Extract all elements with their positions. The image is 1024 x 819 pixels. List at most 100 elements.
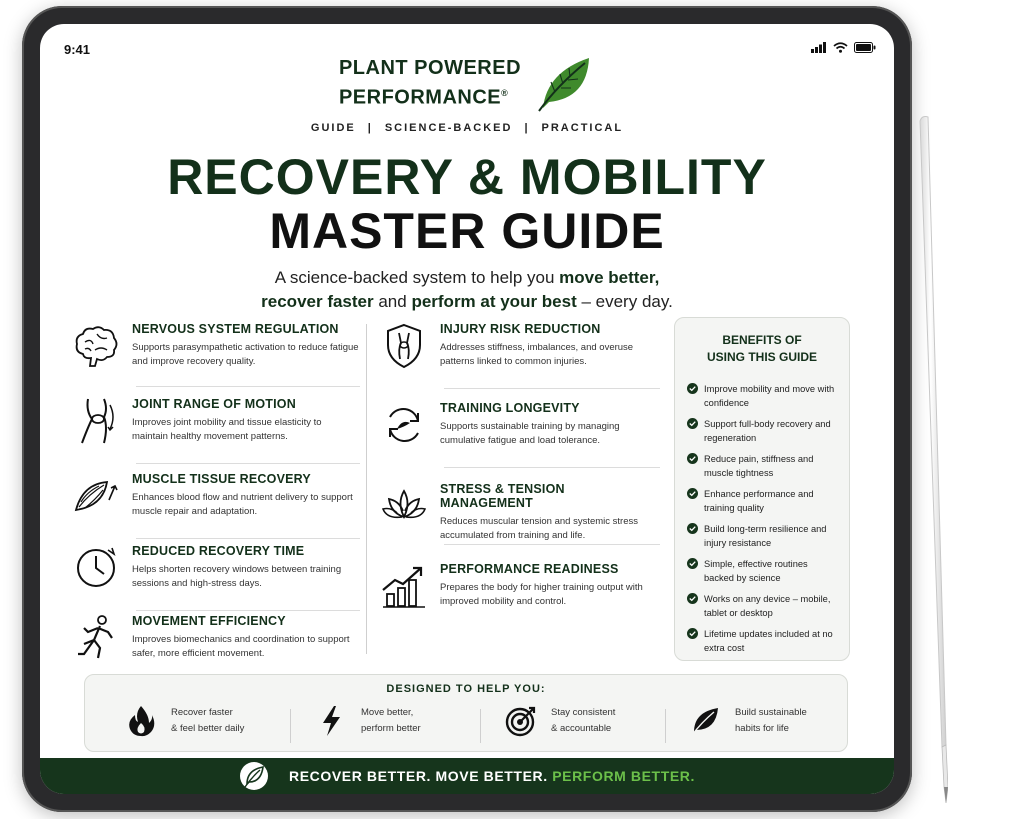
feature-title: PERFORMANCE READINESS — [440, 562, 619, 576]
feature-desc: Improves joint mobility and tissue elast… — [132, 417, 322, 442]
runner-icon — [78, 615, 113, 659]
benefit-text: Reduce pain, stiffness and muscle tightn… — [704, 454, 814, 478]
divider — [136, 610, 360, 611]
benefit-text: Works on any device – mobile, tablet or … — [704, 594, 831, 618]
divider — [136, 386, 360, 387]
feature-desc: Reduces muscular tension and systemic st… — [440, 516, 638, 541]
tablet-screen: 9:41 PLANT POWERED PERFORMANCE® — [40, 24, 894, 794]
benefit-text: Enhance performance and training quality — [704, 489, 814, 513]
lightning-icon — [323, 706, 340, 736]
feature-desc: Supports sustainable training by managin… — [440, 421, 620, 446]
feature-desc: Improves biomechanics and coordination t… — [132, 634, 350, 659]
subtitle: A science-backed system to help you move… — [40, 266, 894, 314]
feature-muscle-recovery: MUSCLE TISSUE RECOVERY Enhances blood flo… — [72, 472, 360, 539]
feature-training-longevity: TRAINING LONGEVITY Supports sustainable t… — [380, 401, 660, 468]
status-time: 9:41 — [64, 42, 91, 57]
designed-line1: Stay consistent — [551, 707, 616, 718]
divider — [136, 463, 360, 464]
designed-text: Stay consistent& accountable — [551, 705, 615, 737]
feature-title: MUSCLE TISSUE RECOVERY — [132, 472, 311, 486]
registered-mark: ® — [501, 87, 509, 98]
footer-part1: RECOVER BETTER. MOVE BETTER. — [289, 768, 548, 784]
brand-line1: PLANT POWERED — [338, 56, 522, 79]
benefit-text: Support full-body recovery and regenerat… — [704, 419, 831, 443]
knee-joint-icon — [81, 398, 114, 444]
tablet-frame: 9:41 PLANT POWERED PERFORMANCE® — [22, 6, 912, 812]
designed-line2: & feel better daily — [171, 723, 245, 734]
benefit-item: Lifetime updates included at no extra co… — [687, 627, 837, 655]
feature-title: INJURY RISK REDUCTION — [440, 322, 601, 336]
benefit-item: Works on any device – mobile, tablet or … — [687, 592, 837, 620]
growth-chart-icon — [382, 566, 425, 608]
check-circle-icon — [687, 558, 698, 569]
benefits-title-line1: BENEFITS OF — [722, 333, 802, 347]
feature-title: TRAINING LONGEVITY — [440, 401, 580, 415]
column-divider — [366, 324, 367, 654]
footer-banner: RECOVER BETTER. MOVE BETTER. PERFORM BET… — [40, 758, 894, 794]
leaf-icon — [691, 708, 718, 736]
divider — [290, 709, 291, 743]
benefit-item: Reduce pain, stiffness and muscle tightn… — [687, 452, 837, 480]
cycle-arrows-icon — [389, 407, 419, 443]
designed-item-recover: Recover faster & feel better daily — [125, 705, 305, 737]
subtitle-bold: move better, — [559, 268, 660, 287]
check-circle-icon — [687, 418, 698, 429]
feature-desc: Prepares the body for higher training ou… — [440, 582, 643, 607]
designed-line1: Move better, — [361, 707, 414, 718]
feature-joint-range: JOINT RANGE OF MOTION Improves joint mobi… — [72, 397, 360, 464]
feature-desc: Enhances blood flow and nutrient deliver… — [132, 492, 353, 517]
tagline-guide: GUIDE — [310, 122, 356, 134]
subtitle-bold: recover faster — [261, 292, 374, 311]
benefit-text: Build long-term resilience and injury re… — [704, 524, 827, 548]
designed-line1: Build sustainable — [735, 707, 807, 718]
subtitle-text: A science-backed system to help you — [274, 268, 560, 287]
flame-icon — [129, 706, 155, 737]
check-circle-icon — [687, 488, 698, 499]
subtitle-bold: perform at your best — [411, 292, 577, 311]
battery-icon — [854, 42, 876, 53]
designed-text: Recover faster & feel better daily — [171, 705, 244, 737]
feature-title: JOINT RANGE OF MOTION — [132, 397, 296, 411]
benefit-item: Simple, effective routines backed by sci… — [687, 557, 837, 585]
brain-icon — [75, 326, 118, 367]
divider — [480, 709, 481, 743]
benefit-item: Support full-body recovery and regenerat… — [687, 417, 837, 445]
target-icon — [505, 706, 536, 737]
signal-icon — [811, 42, 826, 53]
tagline-sep: | — [367, 122, 373, 134]
divider — [444, 388, 660, 389]
clock-icon — [77, 547, 116, 587]
designed-item-move: Move better,perform better — [315, 705, 495, 737]
feature-stress-tension: STRESS & TENSION MANAGEMENT Reduces muscu… — [380, 482, 660, 545]
check-circle-icon — [687, 593, 698, 604]
check-circle-icon — [687, 453, 698, 464]
tagline-practical: PRACTICAL — [541, 122, 624, 134]
benefit-text: Lifetime updates included at no extra co… — [704, 629, 833, 653]
benefit-item: Enhance performance and training quality — [687, 487, 837, 515]
designed-line1: Recover faster — [171, 707, 233, 718]
benefit-text: Improve mobility and move with confidenc… — [704, 384, 835, 408]
divider — [665, 709, 666, 743]
designed-panel: DESIGNED TO HELP YOU: Recover faster & fe… — [84, 674, 848, 752]
brand-header: PLANT POWERED PERFORMANCE® — [40, 54, 894, 112]
title-line1: RECOVERY & MOBILITY — [167, 149, 767, 205]
designed-text: Move better,perform better — [361, 705, 421, 737]
lotus-icon — [381, 489, 427, 520]
feature-title: NERVOUS SYSTEM REGULATION — [132, 322, 339, 336]
footer-part2: PERFORM BETTER. — [552, 768, 695, 784]
check-circle-icon — [687, 523, 698, 534]
benefit-item: Improve mobility and move with confidenc… — [687, 382, 837, 410]
title-line2: MASTER GUIDE — [269, 203, 665, 259]
tagline: GUIDE|SCIENCE-BACKED|PRACTICAL — [40, 122, 894, 134]
designed-item-consistent: Stay consistent& accountable — [505, 705, 685, 737]
feature-desc: Helps shorten recovery windows between t… — [132, 564, 342, 589]
feature-title: STRESS & TENSION MANAGEMENT — [440, 482, 565, 510]
stylus-pencil — [919, 116, 948, 804]
designed-title: DESIGNED TO HELP YOU: — [386, 683, 546, 695]
